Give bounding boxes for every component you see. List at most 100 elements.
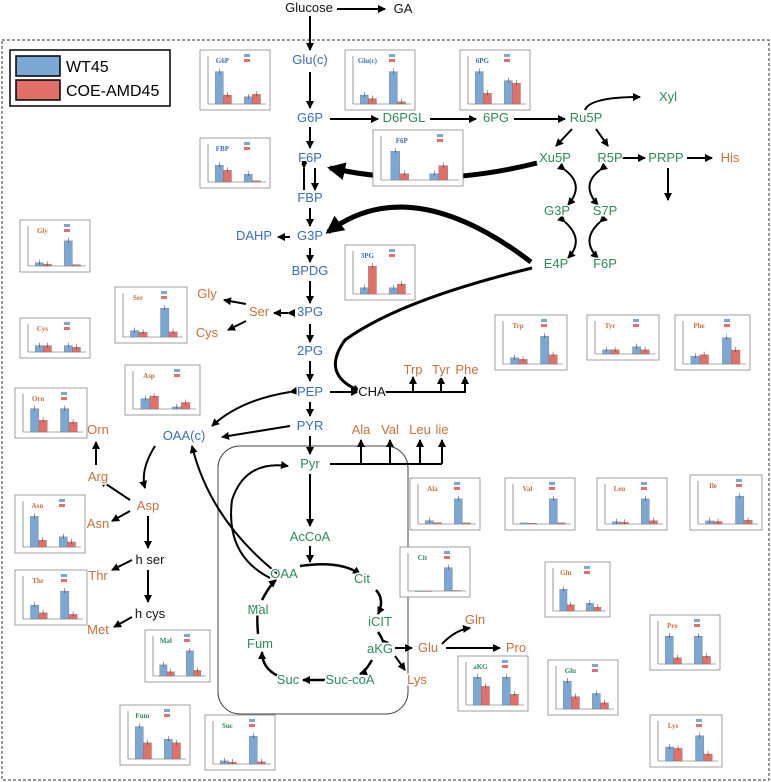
mini-legend-wt45 [633, 319, 639, 322]
mini-legend-wt45 [161, 291, 167, 294]
bar-wt45 [60, 590, 70, 620]
mini-legend-wt45 [592, 664, 598, 667]
metabolite-asn: Asn [87, 516, 109, 531]
mini-legend-coe [437, 139, 443, 142]
mini-legend-wt45 [64, 224, 70, 227]
bar-wt45 [722, 337, 732, 365]
bar-wt45 [563, 680, 572, 710]
mini-legend-coe [724, 324, 730, 327]
mini-legend-coe [454, 487, 460, 490]
chart-title: Tyr [605, 322, 616, 330]
chart-asp: Asp [124, 364, 201, 416]
mini-legend-wt45 [389, 249, 395, 252]
bar-wt45 [665, 746, 675, 762]
metabolite-d6pgl: D6PGL [383, 110, 426, 125]
bar-coe-amd45 [557, 522, 566, 525]
mini-legend-coe [174, 374, 180, 377]
bar-coe-amd45 [452, 590, 461, 592]
mini-legend-coe [244, 59, 250, 62]
mini-legend-coe [164, 714, 170, 717]
mini-legend-coe [502, 665, 508, 668]
chart-fbp: FBP [199, 137, 271, 189]
mini-legend-wt45 [736, 479, 742, 482]
chart-orn: Orn [14, 387, 88, 439]
metabolite-gln: Gln [465, 612, 485, 627]
mini-legend-coe [389, 59, 395, 62]
mini-legend-wt45 [504, 54, 510, 57]
metabolite-3pg: 3PG [297, 304, 323, 319]
mini-legend-coe [641, 487, 647, 490]
chart-title: Ser [133, 294, 143, 302]
bar-wt45 [475, 71, 484, 105]
metabolite-ga: GA [394, 1, 413, 16]
chart-title: Val [522, 485, 532, 493]
mini-legend-coe [696, 724, 702, 727]
chart-title: Asp [143, 372, 155, 380]
legend-swatch-coe [15, 79, 61, 101]
mini-legend-wt45 [184, 634, 190, 637]
mini-legend-coe [249, 724, 255, 727]
metabolite-prpp: PRPP [648, 150, 683, 165]
mini-legend-wt45 [61, 574, 67, 577]
chart-title: FBP [216, 145, 230, 153]
chart-title: Fum [135, 712, 149, 720]
bar-wt45 [665, 635, 674, 665]
bar-coe-amd45 [462, 522, 471, 525]
chart-3pg: 3PG [344, 244, 416, 301]
metabolite-g3p_r: G3P [544, 203, 570, 218]
metabolite-mal: Mal [248, 602, 269, 617]
metabolite-ile: lie [435, 422, 448, 437]
metabolite-dahp: DAHP [236, 228, 272, 243]
chart-title: Glu(c) [358, 57, 378, 65]
chart-title: Asn [32, 502, 44, 510]
chart-asn: Asn [14, 494, 86, 554]
mini-legend-coe [584, 571, 590, 574]
metabolite-e4p: E4P [544, 256, 569, 271]
metabolite-pro: Pro [506, 640, 526, 655]
metabolite-cys: Cys [196, 325, 219, 340]
bar-wt45 [454, 498, 463, 525]
metabolite-glucose: Glucose [285, 0, 333, 15]
chart-lys: Lys [649, 714, 723, 768]
chart-frame [399, 546, 471, 598]
mini-legend-wt45 [541, 319, 547, 322]
chart-val: Val [504, 477, 576, 531]
metabolite-hcys: h cys [135, 606, 166, 621]
chart-f6p: F6P [372, 129, 464, 187]
metabolite-f6p: F6P [298, 150, 322, 165]
bar-wt45 [559, 589, 568, 612]
legend-label-wt45: WT45 [66, 59, 109, 76]
metabolite-6pg: 6PG [483, 110, 509, 125]
legend: WT45 COE-AMD45 [9, 49, 171, 107]
bar-wt45 [60, 408, 70, 433]
mini-legend-wt45 [437, 134, 443, 137]
bar-wt45 [641, 498, 650, 525]
legend-swatch-wt45 [15, 55, 61, 77]
chart-tyr: Tyr [586, 314, 660, 361]
mini-legend-wt45 [694, 619, 700, 622]
pathway-arrows [92, 5, 713, 684]
metabolite-oaa_c: OAA(c) [163, 428, 206, 443]
mini-legend-coe [592, 669, 598, 672]
mini-legend-coe [633, 324, 639, 327]
metabolite-asp: Asp [137, 498, 159, 513]
chart-frame [409, 477, 481, 531]
mini-legend-wt45 [244, 54, 250, 57]
mini-legend-coe [549, 487, 555, 490]
bar-wt45 [415, 590, 424, 592]
bar-wt45 [540, 335, 550, 365]
bar-wt45 [389, 71, 398, 105]
mini-legend-coe [61, 397, 67, 400]
chart-title: Gly [37, 227, 48, 235]
mini-legend-wt45 [164, 709, 170, 712]
metabolite-ru5p: Ru5P [570, 110, 603, 125]
chart-title: Cit [418, 554, 428, 562]
chart-akg: aKG [457, 655, 529, 712]
bar-coe-amd45 [512, 82, 521, 105]
chart-ile: Ile [689, 474, 763, 531]
bar-wt45 [160, 308, 170, 338]
metabolite-fum: Fum [247, 636, 273, 651]
mini-legend-wt45 [502, 660, 508, 663]
